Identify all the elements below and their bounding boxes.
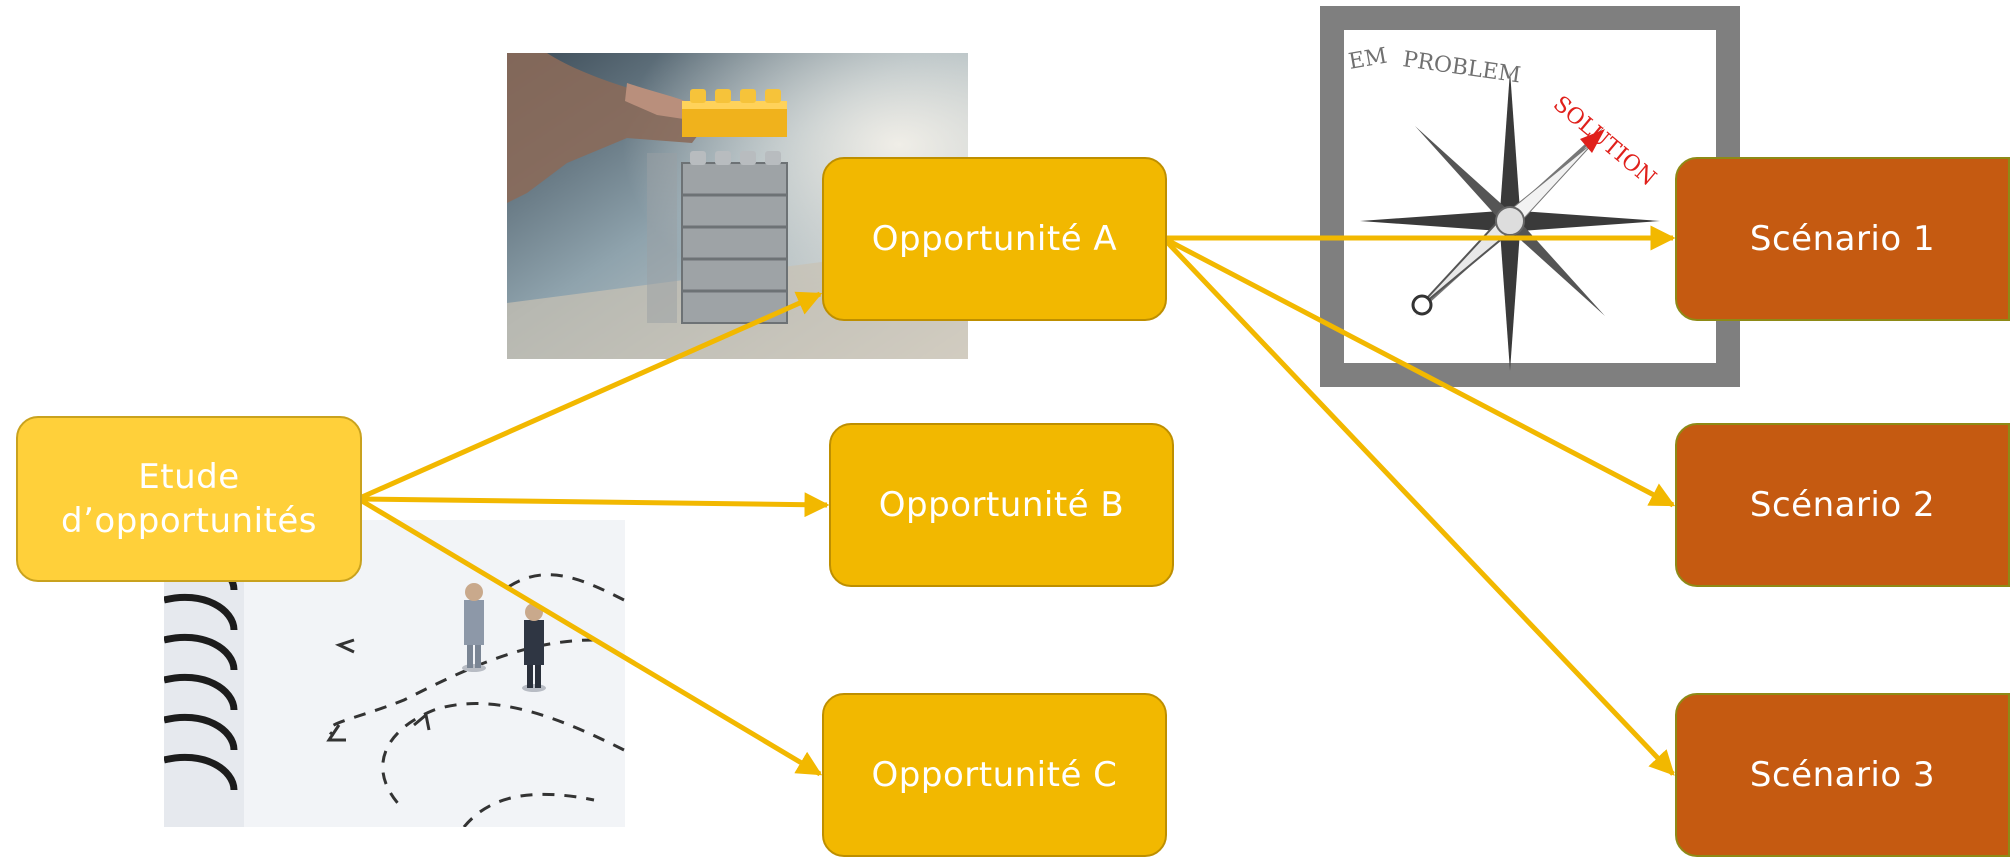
node-opportunite-b-label: Opportunité B [878, 485, 1125, 525]
node-opportunite-c: Opportunité C [822, 693, 1167, 857]
compass-photo-art: EM PROBLEM SOLUTION [1344, 30, 1716, 371]
node-opportunite-b: Opportunité B [829, 423, 1174, 587]
node-scenario-3: Scénario 3 [1675, 693, 2010, 857]
arrow-opp-a-to-scen-2 [1165, 237, 1676, 508]
arrow-etude-to-opp-b [361, 492, 830, 518]
node-opportunite-a: Opportunité A [822, 157, 1167, 321]
arrow-etude-to-opp-a [360, 291, 823, 500]
node-scenario-3-label: Scénario 3 [1749, 755, 1936, 795]
compass-photo: EM PROBLEM SOLUTION [1320, 6, 1740, 387]
node-etude-opportunites: Etude d’opportunités [16, 416, 362, 582]
arrow-opp-a-to-scen-3 [1165, 240, 1675, 776]
node-scenario-2: Scénario 2 [1675, 423, 2010, 587]
arrow-etude-to-opp-c [360, 498, 823, 777]
node-scenario-1: Scénario 1 [1675, 157, 2010, 321]
node-opportunite-a-label: Opportunité A [871, 219, 1118, 259]
node-opportunite-c-label: Opportunité C [871, 755, 1118, 795]
node-etude-line1: Etude [138, 457, 240, 497]
node-scenario-1-label: Scénario 1 [1749, 219, 1936, 259]
node-etude-line2: d’opportunités [61, 501, 317, 541]
node-scenario-2-label: Scénario 2 [1749, 485, 1936, 525]
